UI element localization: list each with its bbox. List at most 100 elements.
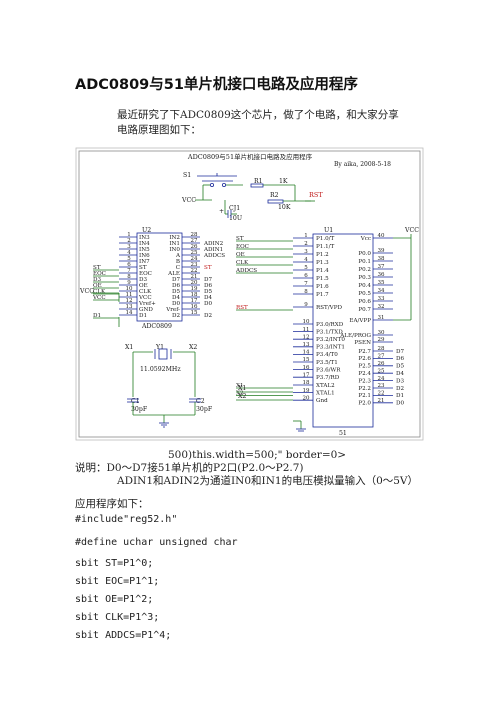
u2-pin-name: D7 <box>172 277 180 283</box>
u2-pin-name: IN4 <box>139 241 150 247</box>
u1-pin-number: 32 <box>378 304 385 310</box>
u1-pin-name: EA/VPP <box>349 318 371 324</box>
code-line: sbit CLK=P1^3; <box>75 612 160 623</box>
u1-pin-number: 30 <box>378 330 385 336</box>
page-title: ADC0809与51单片机接口电路及应用程序 <box>75 77 358 93</box>
u1-pin-name: P0.0 <box>358 251 371 257</box>
u1-label: U1 <box>324 227 333 234</box>
r1-label: R1 <box>254 178 263 185</box>
u1-pin-name: P3.0/RXD <box>316 322 344 328</box>
u1-net-label: ST <box>236 236 244 242</box>
u1-pin-number: 2 <box>304 241 308 247</box>
u1-pin-number: 21 <box>378 398 385 404</box>
mcu-8051-chip <box>312 233 374 428</box>
u2-net-label: D1 <box>93 313 101 319</box>
cj1-polarity: + <box>219 208 224 215</box>
u1-net-label: X1 <box>236 383 244 389</box>
u2-pin-number: 17 <box>191 298 198 304</box>
u2-pin-name: ALE <box>167 271 180 277</box>
u1-pin-number: 40 <box>378 233 385 239</box>
u2-pin-name: D6 <box>172 283 180 289</box>
u1-pin-number: 27 <box>378 354 385 360</box>
u1-pin-number: 14 <box>303 350 310 356</box>
u2-pin-number: 15 <box>191 310 198 316</box>
u1-pin-name: Gnd <box>316 398 328 404</box>
u2-net-label: D0 <box>204 301 212 307</box>
u1-net-label: D0 <box>396 401 404 407</box>
schematic-border <box>75 147 424 441</box>
u1-pin-name: P0.2 <box>358 267 371 273</box>
u1-pin-number: 39 <box>378 248 385 254</box>
u1-pin-name: P0.4 <box>358 283 371 289</box>
x1-net-label: X1 <box>238 385 246 392</box>
u1-pin-name: PSEN <box>354 340 371 346</box>
u1-pin-name: P1.4 <box>316 268 329 274</box>
u2-pin-number: 16 <box>191 304 198 310</box>
u2-net-label: ADIN2 <box>203 241 224 247</box>
u1-pin-name: P3.4/T0 <box>316 352 338 358</box>
code-line: sbit OE=P1^2; <box>75 594 154 605</box>
u1-pin-name: P1.1/T <box>316 244 335 250</box>
u1-net-label: CLK <box>236 260 249 266</box>
u2-pin-number: 19 <box>191 286 198 292</box>
u1-pin-number: 7 <box>304 281 308 287</box>
u1-pin-number: 29 <box>378 337 385 343</box>
u1-net-label: ADDCS <box>235 268 257 274</box>
u2-net-label: ST <box>93 265 101 271</box>
u1-pin-name: RST/VPD <box>316 305 342 311</box>
u1-pin-name: P2.6 <box>358 356 371 362</box>
u1-pin-number: 37 <box>378 264 385 270</box>
r2-value: 10K <box>278 204 291 211</box>
u2-net-label: ADDCS <box>203 253 225 259</box>
u1-pin-name: P1.6 <box>316 284 329 290</box>
u1-pin-number: 10 <box>303 319 310 325</box>
switch-contact <box>209 183 214 188</box>
adc0809-chip <box>136 232 183 322</box>
u1-pin-number: 23 <box>378 383 385 389</box>
u1-pin-name: P3.7/RD <box>316 375 340 381</box>
schematic-diagram: ADC0809与51单片机接口电路及应用程序 By aika, 2008-5-18… <box>75 147 424 441</box>
x2-label: X2 <box>189 344 197 351</box>
u1-pin-number: 36 <box>378 272 385 278</box>
u2-pin-number: 21 <box>191 274 198 280</box>
u2-pin-name: GND <box>139 307 153 313</box>
c2-value: 30pF <box>196 406 213 413</box>
x2-net-label: X2 <box>238 393 246 400</box>
rst-net-label: RST <box>309 191 323 199</box>
y1-label: Y1 <box>155 344 164 351</box>
u1-pin-name: XTAL2 <box>316 383 335 389</box>
u1-pin-name: P2.7 <box>358 349 371 355</box>
cj1-value: 10U <box>229 215 242 222</box>
u2-pin-name: Vref- <box>165 307 180 313</box>
u1-pin-number: 5 <box>304 265 308 271</box>
u1-pin-number: 3 <box>304 249 308 255</box>
u2-pin-number: 26 <box>191 244 198 250</box>
u1-pin-number: 4 <box>304 257 308 263</box>
schematic-title: ADC0809与51单片机接口电路及应用程序 <box>187 152 313 161</box>
u2-pin-number: 28 <box>191 232 198 238</box>
image-caption: 500)this.width=500;" border=0> <box>168 449 347 461</box>
u2-net-label: D3 <box>93 277 101 283</box>
code-line: #include"reg52.h" <box>75 514 178 525</box>
c1-value: 30pF <box>131 406 148 413</box>
u1-pin-number: 18 <box>303 380 310 386</box>
u1-pin-name: P3.2/INT0 <box>316 337 345 343</box>
u1-pin-number: 1 <box>304 233 308 239</box>
u1-net-label: X2 <box>236 390 244 396</box>
c2-label: C2 <box>196 398 205 405</box>
u2-pin-number: 14 <box>126 310 133 316</box>
resistor-r2 <box>267 199 284 204</box>
u2-pin-name: OE <box>139 283 148 289</box>
u1-pin-number: 13 <box>303 342 310 348</box>
u2-pin-name: IN6 <box>139 253 150 259</box>
u1-pin-name: P2.5 <box>358 364 371 370</box>
s1-label: S1 <box>183 172 191 179</box>
schematic-author: By aika, 2008-5-18 <box>334 161 391 168</box>
vcc-label: VCC <box>181 197 196 204</box>
u2-net-label: D6 <box>204 283 212 289</box>
u2-pin-number: 2 <box>127 238 131 244</box>
u1-net-label: EOC <box>236 244 249 250</box>
u1-pin-number: 28 <box>378 346 385 352</box>
u2-net-label: ADIN1 <box>203 247 223 253</box>
u1-net-label: D7 <box>396 349 404 355</box>
